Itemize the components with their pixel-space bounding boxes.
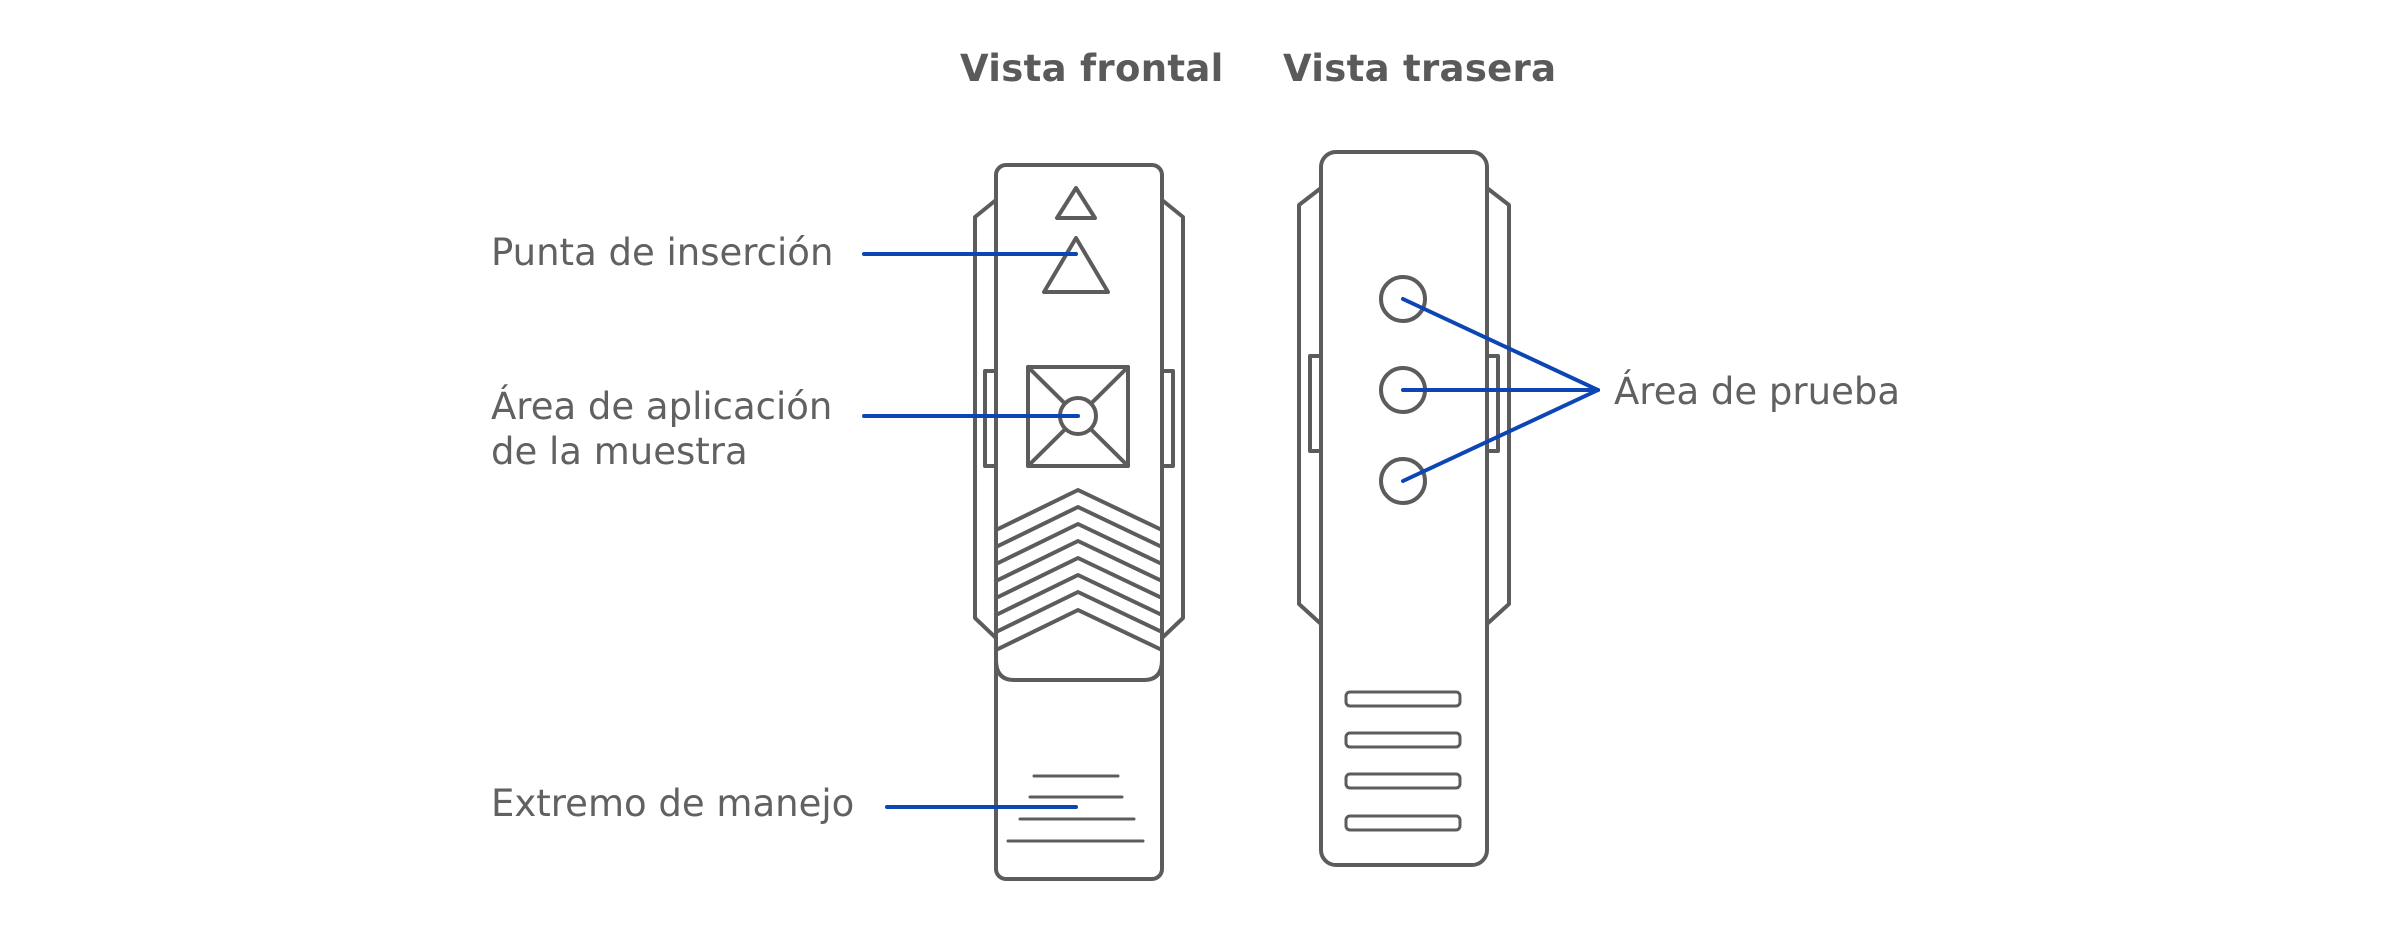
chevron-line [994,573,1164,617]
chevron-line [994,488,1164,532]
insertion-tip-label: Punta de inserción [491,231,834,274]
grip-slot [1344,814,1462,832]
handling-end-label: Extremo de manejo [491,782,855,825]
front-view-heading: Vista frontal [960,47,1224,90]
test-area-leader [1401,388,1600,483]
test-window-circle [1379,275,1427,323]
back-grip-slots [1344,690,1462,832]
test-area-leader [1401,297,1600,392]
large-arrow-icon [1042,236,1110,294]
test-area-label: Área de prueba [1614,370,1900,413]
front-body [994,163,1164,881]
back-body [1319,150,1489,867]
chevron-line [994,608,1164,652]
grip-slot [1344,731,1462,749]
sample-area-label-line2: de la muestra [491,430,748,473]
chevron-line [994,539,1164,583]
grip-slot [1344,690,1462,708]
chevron-grip [994,488,1164,652]
chevron-line [994,505,1164,549]
front-panel-edge [994,658,1164,682]
grip-slot [1344,772,1462,790]
test-window-circle [1379,457,1427,505]
chevron-line [994,590,1164,634]
chevron-line [994,522,1164,566]
chevron-line [994,556,1164,600]
small-arrow-icon [1055,186,1097,220]
sample-area-label-line1: Área de aplicación [491,385,833,428]
back-view-heading: Vista trasera [1283,47,1557,90]
handle-grip-lines [1006,774,1145,843]
back-view-device [1297,150,1511,867]
front-view-device [973,163,1185,881]
